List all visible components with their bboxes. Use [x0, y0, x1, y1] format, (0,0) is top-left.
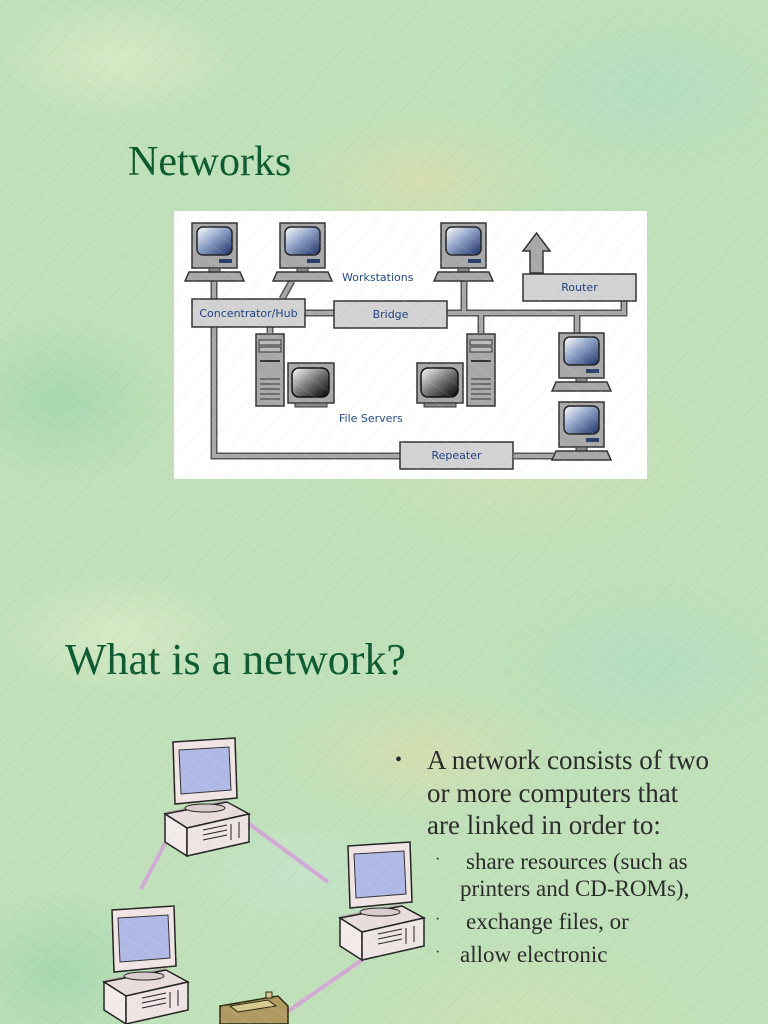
network-diagram-graphic — [184, 222, 637, 470]
workstation-icon — [184, 222, 245, 282]
slide-title: Networks — [128, 139, 292, 185]
label-file-servers: File Servers — [339, 412, 403, 425]
sub-bullet-text: allow electronic — [460, 941, 608, 967]
sub-bullet-glyph: · — [435, 850, 441, 868]
router-box — [522, 273, 637, 302]
sub-bullet-item: · share resources (such as printers and … — [395, 848, 715, 902]
bullet-list: • A network consists of two or more comp… — [395, 744, 715, 968]
link-lines — [139, 821, 377, 1024]
workstation-icon — [551, 332, 612, 392]
sub-bullet-item: · allow electronic — [395, 941, 715, 968]
server-monitor-icon — [287, 362, 335, 408]
repeater-box — [399, 441, 514, 470]
bullet-item: • A network consists of two or more comp… — [395, 744, 715, 842]
bullet-glyph: • — [395, 749, 403, 771]
label-bridge: Bridge — [372, 308, 409, 321]
sub-bullet-text: share resources (such as printers and CD… — [460, 848, 690, 901]
server-tower-icon — [255, 333, 285, 407]
uplink-arrow-icon — [521, 231, 552, 274]
concentrator-box — [191, 298, 306, 328]
label-router: Router — [561, 281, 598, 294]
bridge-box — [333, 300, 448, 329]
slide-what-is-a-network: What is a network? — [0, 574, 768, 1024]
server-tower-icon — [466, 333, 496, 407]
workstation-icon — [272, 222, 333, 282]
label-workstations: Workstations — [342, 271, 414, 284]
slide-networks: Networks — [0, 0, 768, 574]
server-monitor-icon — [416, 362, 464, 408]
network-diagram: Workstations Concentrator/Hub Bridge Rou… — [174, 211, 647, 479]
workstation-icon — [551, 401, 612, 461]
label-concentrator-hub: Concentrator/Hub — [199, 306, 298, 320]
computer-icon — [103, 905, 189, 1024]
computer-icon — [164, 737, 250, 857]
bullet-text: A network consists of two or more comput… — [427, 745, 709, 840]
sub-bullet-item: · exchange files, or — [395, 908, 715, 935]
workstation-icon — [433, 222, 494, 282]
slide-title: What is a network? — [65, 635, 406, 684]
sub-bullet-glyph: · — [435, 943, 441, 961]
printer-icon — [219, 991, 289, 1024]
sub-bullet-glyph: · — [435, 910, 441, 928]
network-clipart — [103, 737, 425, 1024]
label-repeater: Repeater — [431, 449, 482, 462]
sub-bullet-text: exchange files, or — [466, 908, 629, 934]
